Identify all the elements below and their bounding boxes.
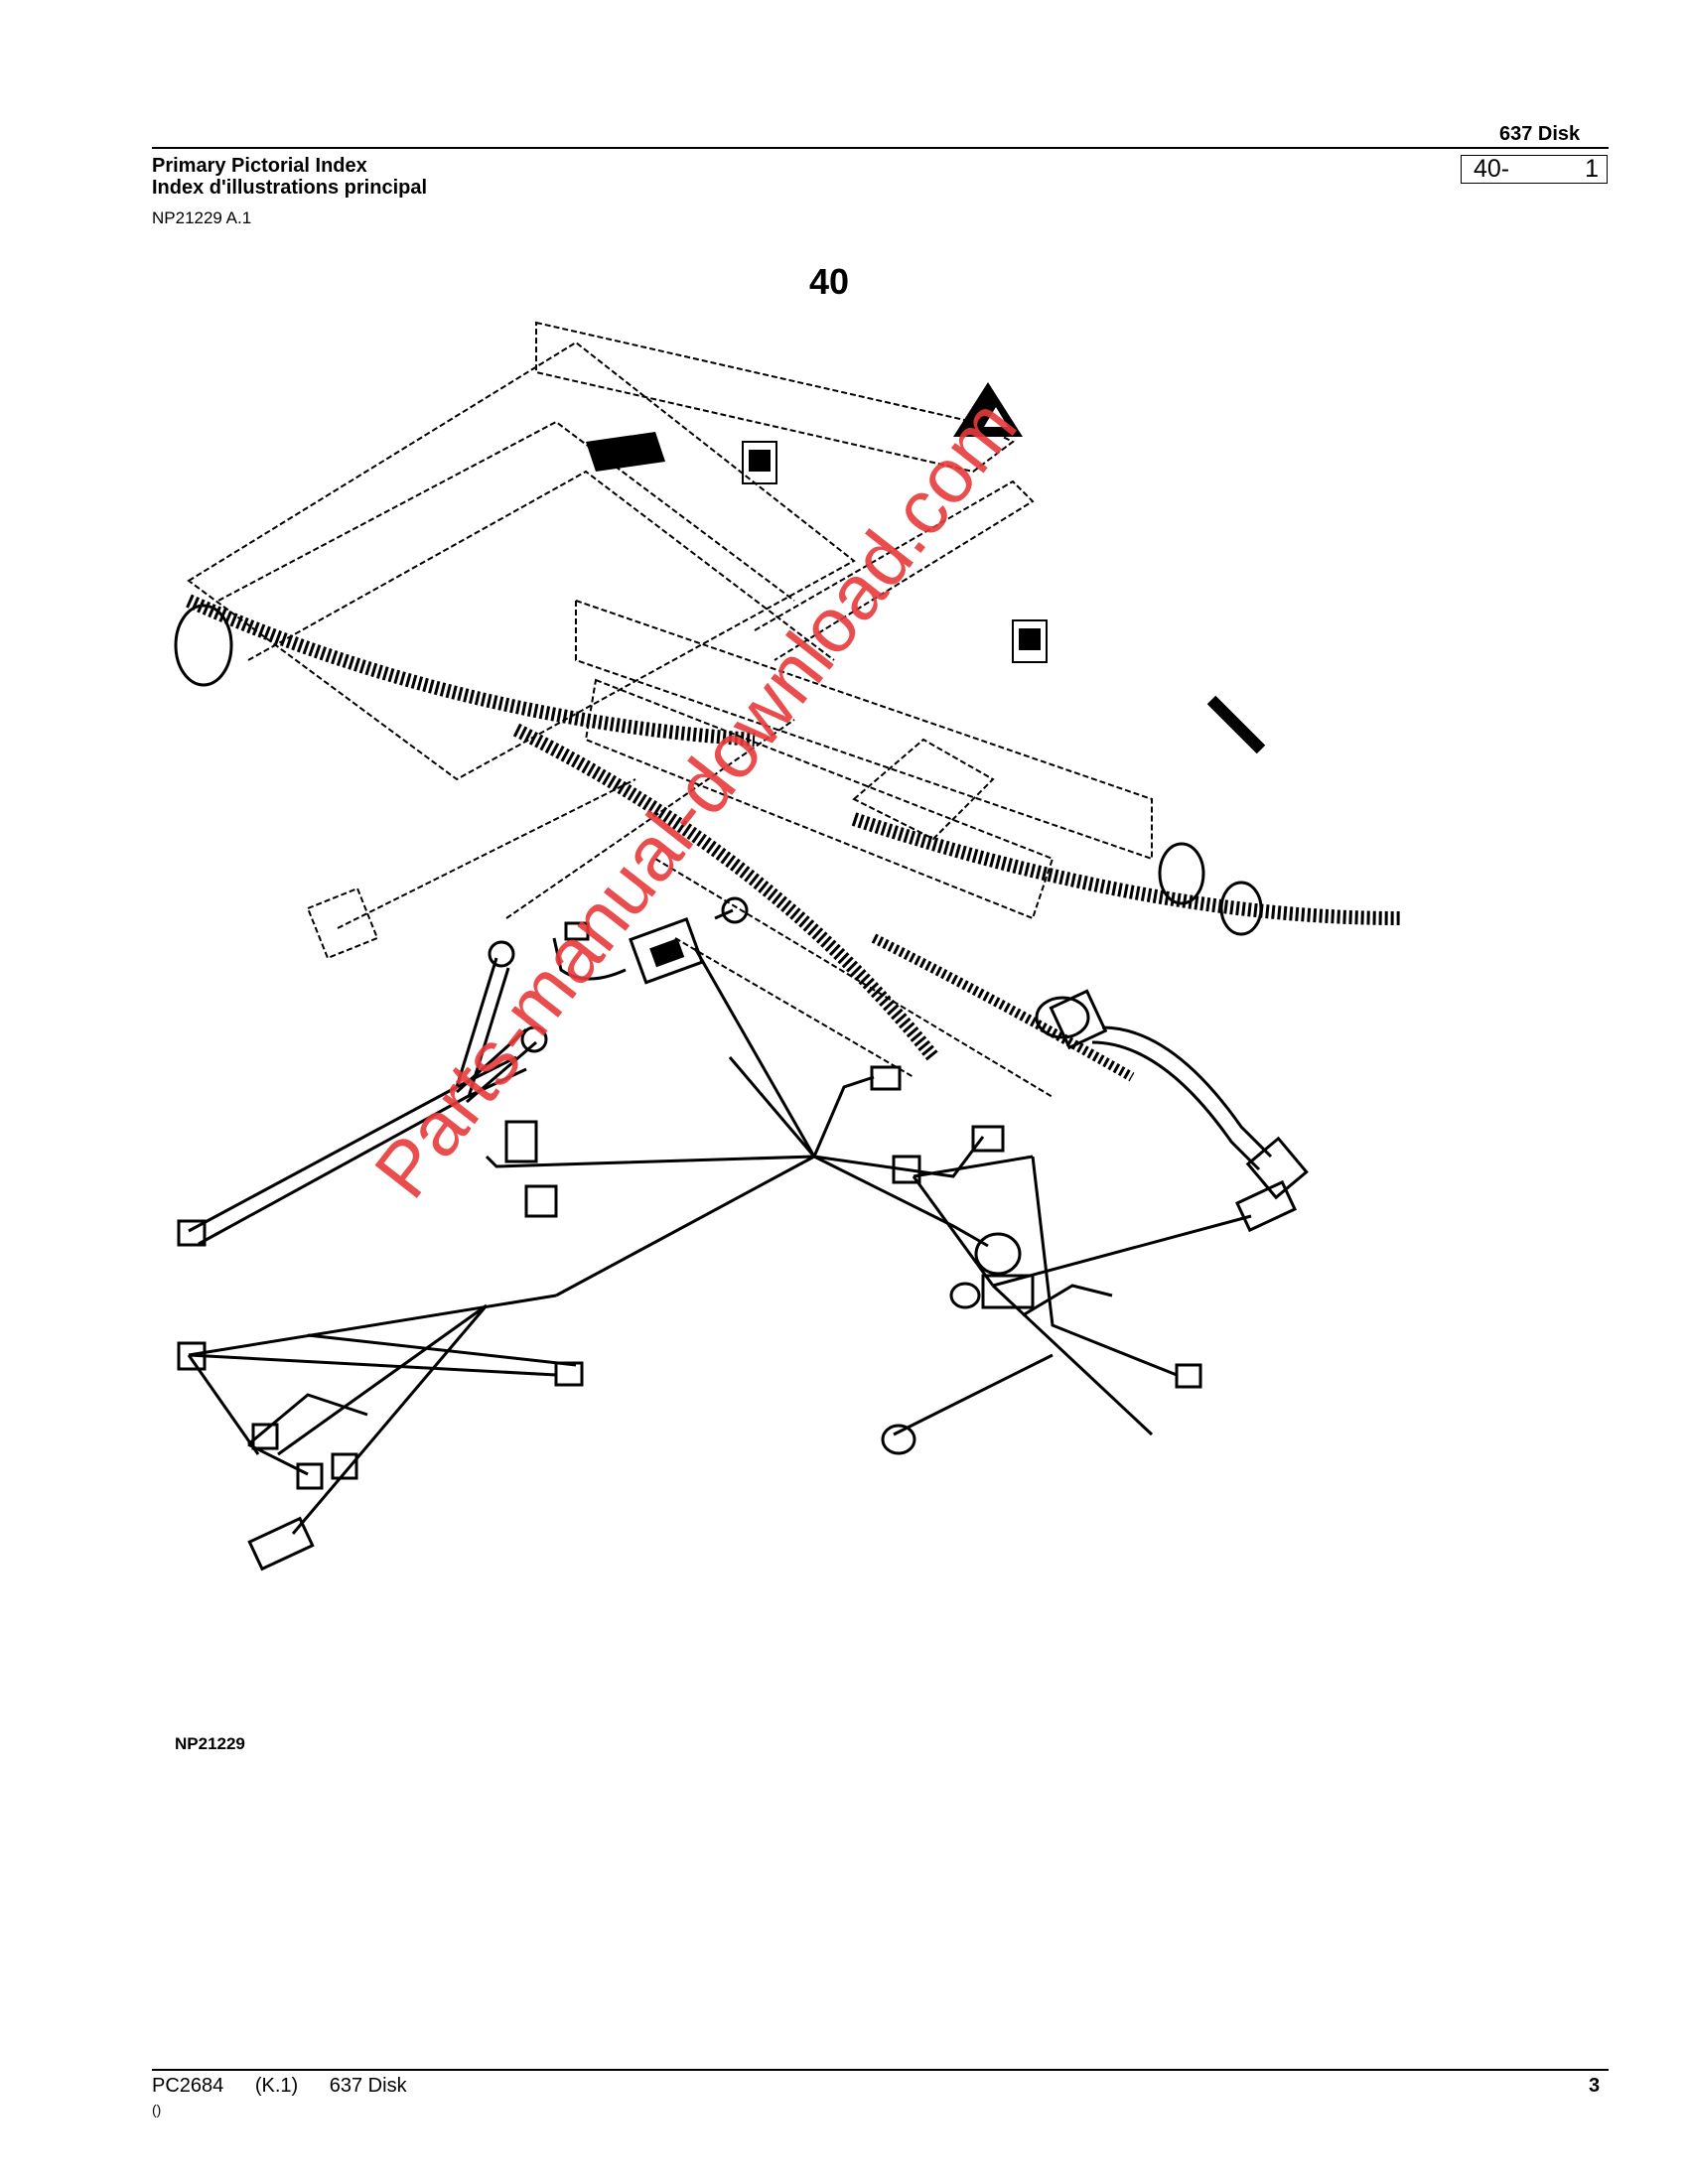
lighting-harness-center: [485, 947, 1022, 1297]
group-label: 40: [809, 261, 850, 302]
footer-revision: (K.1): [254, 2075, 299, 2097]
figure-id: NP21229: [175, 1734, 245, 1753]
lighting-harness-right: [881, 1155, 1297, 1455]
header-title: 637 Disk: [1499, 123, 1581, 145]
section-page-number: 1: [1585, 155, 1599, 183]
footer-manual: PC2684: [152, 2075, 224, 2097]
wheels: [174, 604, 1263, 1039]
section-page-box: 40- 1: [1461, 155, 1608, 184]
footer-page-number: 3: [1589, 2075, 1601, 2097]
index-title: Primary Pictorial Index Index d'illustra…: [152, 155, 427, 199]
index-title-fr: Index d'illustrations principal: [152, 177, 428, 199]
section-number: 40-: [1474, 155, 1510, 183]
footer-info: PC2684 (K.1) 637 Disk: [152, 2075, 433, 2098]
footer-rule: [152, 2069, 1609, 2071]
footer-sub: (): [152, 2102, 162, 2117]
extension-cable: [1049, 989, 1309, 1200]
switch-assembly: [552, 896, 749, 985]
footer-product: 637 Disk: [329, 2075, 407, 2097]
lighting-harness-lower: [177, 1294, 584, 1571]
parts-illustration: [174, 321, 1400, 1571]
disk-gangs: [186, 594, 1400, 1082]
header-rule: [152, 147, 1609, 149]
y-harness: [177, 940, 548, 1247]
safety-signs: [586, 382, 1266, 754]
index-title-en: Primary Pictorial Index: [152, 155, 367, 177]
figure-reference: NP21229 A.1: [152, 208, 252, 227]
